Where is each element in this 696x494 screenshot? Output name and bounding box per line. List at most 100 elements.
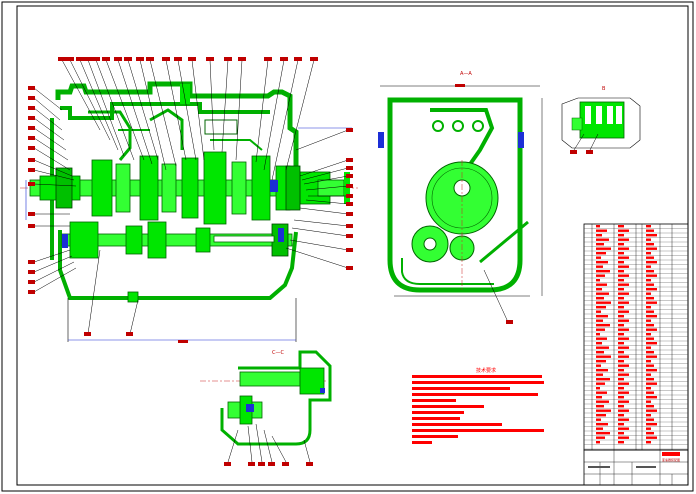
parts-list-entry-mark <box>646 297 654 300</box>
parts-list-entry-mark <box>618 400 629 403</box>
parts-list-entry-mark <box>618 418 629 421</box>
section-view-c-c: C—C <box>200 350 332 466</box>
parts-list-entry-mark <box>596 337 607 340</box>
parts-list-entry-mark <box>646 369 657 372</box>
parts-list-entry-mark <box>646 346 651 349</box>
parts-list-entry-mark <box>618 319 629 322</box>
parts-list-entry-mark <box>596 378 610 381</box>
parts-list-entry-mark <box>596 391 607 394</box>
parts-list-entry-mark <box>596 432 610 435</box>
parts-list-entry-mark <box>618 252 624 255</box>
parts-list-entry-mark <box>646 418 654 421</box>
parts-list-entry-mark <box>596 409 611 412</box>
parts-list-entry-mark <box>618 441 624 444</box>
parts-list-entry-mark <box>618 279 624 282</box>
parts-list-entry-mark <box>596 225 600 228</box>
parts-list-entry-mark <box>618 432 624 435</box>
technical-notes: 技术要求 <box>412 367 544 444</box>
section-title-lower: C—C <box>272 350 284 356</box>
parts-list-entry-mark <box>618 297 624 300</box>
parts-list-entry-mark <box>618 256 629 259</box>
parts-list-entry-mark <box>596 274 605 277</box>
parts-list-entry-mark <box>618 283 629 286</box>
parts-list-entry-mark <box>596 306 606 309</box>
parts-list-entry-mark <box>618 261 624 264</box>
parts-list-entry-mark <box>646 324 654 327</box>
parts-list-entry-mark <box>596 324 610 327</box>
parts-list-entry-mark <box>646 319 651 322</box>
parts-list-entry-mark <box>646 427 651 430</box>
parts-list-entry-mark <box>646 423 657 426</box>
parts-list-entry-mark <box>618 382 629 385</box>
parts-list-entry-mark <box>618 306 624 309</box>
parts-list-entry-mark <box>596 396 602 399</box>
parts-list-entry-mark <box>596 342 602 345</box>
part-number-balloons <box>28 57 353 343</box>
parts-list-entry-mark <box>618 265 629 268</box>
parts-list-entry-mark <box>596 265 603 268</box>
parts-list-entry-mark <box>596 243 604 246</box>
parts-list-entry-mark <box>646 252 651 255</box>
parts-list-entry-mark <box>596 436 605 439</box>
parts-list-entry-mark <box>646 409 657 412</box>
parts-list-entry-mark <box>596 256 601 259</box>
parts-list-entry-mark <box>596 418 601 421</box>
parts-list-entry-mark <box>596 301 611 304</box>
parts-list-entry-mark <box>618 346 629 349</box>
parts-list-entry-mark <box>646 288 657 291</box>
parts-list-entry-mark <box>596 319 603 322</box>
parts-list-entry-mark <box>618 369 624 372</box>
parts-list-entry-mark <box>618 229 629 232</box>
parts-list-entry-mark <box>596 310 601 313</box>
parts-list-entry-mark <box>646 315 657 318</box>
parts-list-entry-mark <box>618 391 629 394</box>
parts-list-entry-mark <box>646 355 657 358</box>
parts-list-entry-mark <box>596 364 601 367</box>
parts-list-entry-mark <box>646 328 657 331</box>
parts-list-entry-mark <box>646 432 654 435</box>
leader-lines <box>33 59 349 335</box>
parts-list-entry-mark <box>618 328 629 331</box>
parts-list-entry-mark <box>596 405 604 408</box>
parts-list-entry-mark <box>596 234 602 237</box>
title-block: 变速器装配图 <box>583 449 689 486</box>
parts-list-entry-mark <box>646 279 651 282</box>
parts-list-entry-mark <box>646 301 657 304</box>
parts-list-entry-mark <box>646 306 651 309</box>
parts-list-entry-mark <box>646 351 654 354</box>
parts-list-entry-mark <box>646 270 654 273</box>
parts-list-entry-mark <box>618 243 624 246</box>
parts-list-entry-mark <box>618 274 629 277</box>
parts-list-entry-mark <box>596 346 609 349</box>
parts-list-entry-mark <box>646 243 654 246</box>
parts-list-entry-mark <box>646 274 657 277</box>
parts-list-entry-mark <box>646 225 651 228</box>
parts-list-entry-mark <box>646 382 657 385</box>
parts-list-entry-mark <box>618 337 629 340</box>
parts-list-entry-mark <box>618 423 624 426</box>
parts-list-entry-mark <box>596 247 611 250</box>
parts-list-entry-mark <box>646 238 651 241</box>
parts-list-entry-mark <box>596 270 610 273</box>
parts-list-entry-mark <box>596 355 611 358</box>
parts-list-entry-mark <box>618 310 629 313</box>
parts-list-entry-mark <box>646 310 654 313</box>
parts-list-entry-mark <box>646 256 654 259</box>
parts-list-entry-mark <box>618 292 629 295</box>
parts-list-entry-mark <box>646 360 651 363</box>
parts-list-entry-mark <box>596 292 609 295</box>
parts-list-entry-mark <box>646 400 651 403</box>
parts-list-entry-mark <box>618 238 629 241</box>
parts-list-entry-mark <box>646 373 651 376</box>
parts-list-entry-mark <box>618 342 624 345</box>
parts-list-entry-mark <box>596 441 600 444</box>
parts-list-entry-mark <box>596 373 603 376</box>
parts-list-entry-mark <box>646 337 654 340</box>
parts-list-entry-mark <box>596 351 604 354</box>
parts-list-entry-mark <box>646 333 651 336</box>
parts-list-entry-mark <box>618 315 624 318</box>
parts-list-entry-mark <box>646 292 651 295</box>
parts-list-entry-mark <box>596 288 602 291</box>
